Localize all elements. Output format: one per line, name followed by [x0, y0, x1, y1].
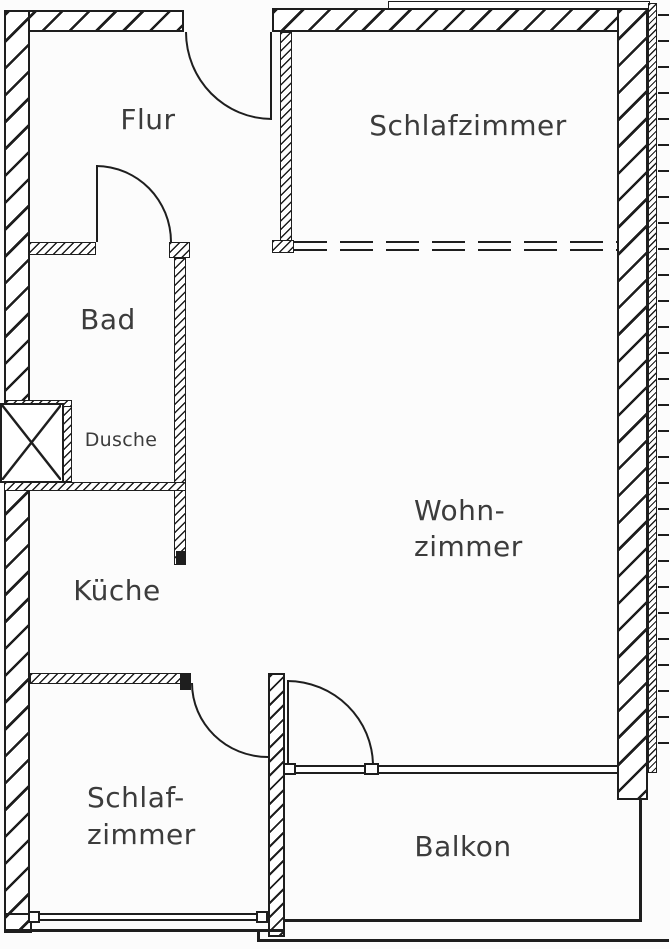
wall-schlafzimmer2-wohnzimmer — [268, 673, 285, 937]
wall-bad-corridor-cap — [169, 242, 190, 258]
balkon-door-arc — [287, 680, 374, 766]
dashed-partition-upper-line — [294, 241, 618, 244]
room-label-schlafzimmer-bottom: Schlaf- zimmer — [87, 781, 196, 851]
room-label-dusche: Dusche — [84, 429, 158, 451]
dashed-partition-lower-line — [294, 248, 618, 251]
wall-flur-schlafzimmer-endcap — [272, 240, 294, 253]
schlafzimmer2-window-jamb-left — [28, 911, 40, 923]
room-label-balkon: Balkon — [414, 830, 512, 863]
balkon-railing-right — [639, 800, 642, 922]
dashed-partition-line — [294, 241, 618, 251]
balkon-door-jamb-left — [283, 763, 296, 775]
bottom-wall-outer-line — [4, 929, 285, 932]
shaft-box — [0, 403, 64, 483]
balkon-door-jamb-right — [364, 763, 379, 775]
schlafzimmer2-door-arc — [191, 683, 268, 758]
right-wall-tick-marks — [658, 14, 669, 766]
room-label-bad: Bad — [80, 303, 136, 336]
room-label-flur: Flur — [120, 103, 176, 136]
room-label-kueche: Küche — [73, 574, 161, 607]
balkon-railing-bottom — [285, 919, 642, 922]
wall-kueche-corridor — [174, 488, 186, 565]
wall-bad-corridor — [174, 258, 186, 488]
room-label-wohnzimmer: Wohn- zimmer — [414, 494, 523, 563]
entry-door-arc — [185, 32, 272, 120]
wall-schlafzimmer2-endcap — [180, 673, 191, 690]
wall-flur-schlafzimmer — [280, 32, 292, 241]
balkon-slab-edge-line — [257, 939, 669, 942]
top-wall-right-segment — [272, 8, 652, 32]
wall-kueche-endcap — [176, 551, 186, 565]
shaft-x-icon — [2, 405, 61, 480]
schlafzimmer2-window-jamb-right — [256, 911, 268, 923]
balkon-window-band — [285, 765, 617, 774]
bottom-left-corner-block — [4, 913, 32, 933]
left-wall-lower — [4, 483, 30, 915]
balkon-slab-step — [257, 931, 260, 941]
bad-door-arc — [96, 165, 172, 242]
right-wall-insulation-strip — [648, 3, 657, 773]
right-wall — [617, 8, 648, 800]
top-wall-left-segment — [4, 10, 184, 32]
wall-flur-bad — [29, 242, 96, 255]
schlafzimmer2-window-band — [32, 913, 268, 921]
room-label-schlafzimmer-top: Schlafzimmer — [369, 109, 567, 142]
wall-dusche-kueche — [4, 482, 186, 491]
left-wall-upper — [4, 10, 30, 403]
wall-kueche-schlafzimmer2 — [30, 673, 191, 684]
